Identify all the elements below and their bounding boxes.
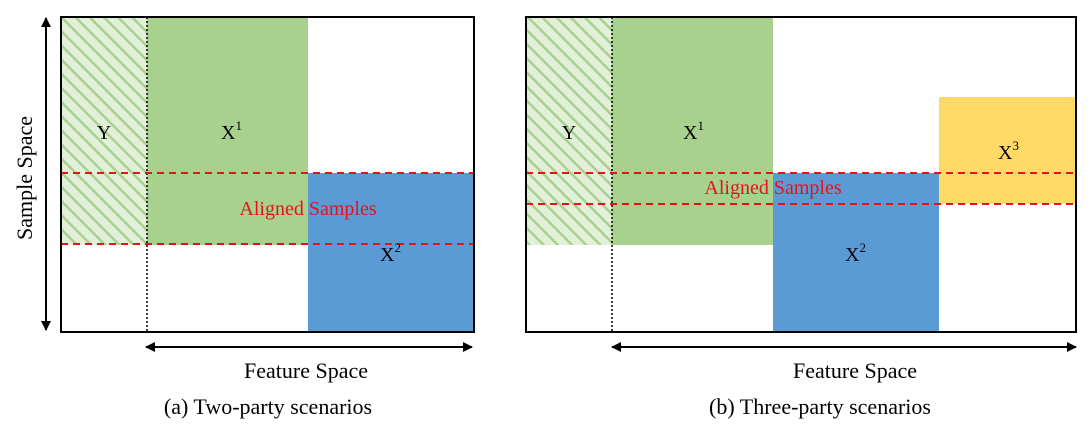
panel-b-x2-block xyxy=(773,173,939,332)
panel-a: Y X1 Aligned Samples X2 Feature Space (a… xyxy=(60,16,475,419)
panel-a-aligned-label: Aligned Samples xyxy=(239,198,376,220)
panel-a-frame xyxy=(60,16,475,333)
panel-a-caption: (a) Two-party scenarios xyxy=(164,394,372,419)
panel-a-x2-label: X2 xyxy=(380,240,401,266)
sample-space-label: Sample Space xyxy=(12,116,37,240)
panel-b-caption: (b) Three-party scenarios xyxy=(709,394,931,419)
panel-b-x1-label: X1 xyxy=(683,118,704,144)
panel-b-x2-label: X2 xyxy=(845,240,866,266)
panel-a-x1-block xyxy=(147,17,308,245)
panel-b-x3-block xyxy=(939,97,1076,204)
panel-a-x1-label: X1 xyxy=(221,118,242,144)
panel-b-x1-block xyxy=(612,17,773,245)
panel-b-y-block xyxy=(526,17,612,245)
panel-b: Y X1 X3 Aligned Samples X2 Feature Space… xyxy=(525,16,1077,419)
panel-b-frame xyxy=(525,16,1077,333)
panel-a-x2-block xyxy=(308,173,474,332)
panel-a-y-label: Y xyxy=(97,122,111,144)
panel-b-feature-space-label: Feature Space xyxy=(793,358,917,383)
panel-b-aligned-label: Aligned Samples xyxy=(704,177,841,199)
panel-b-y-label: Y xyxy=(562,122,576,144)
panel-b-x3-label: X3 xyxy=(998,138,1019,164)
panel-a-feature-space-label: Feature Space xyxy=(244,358,368,383)
panel-a-y-block xyxy=(61,17,147,245)
